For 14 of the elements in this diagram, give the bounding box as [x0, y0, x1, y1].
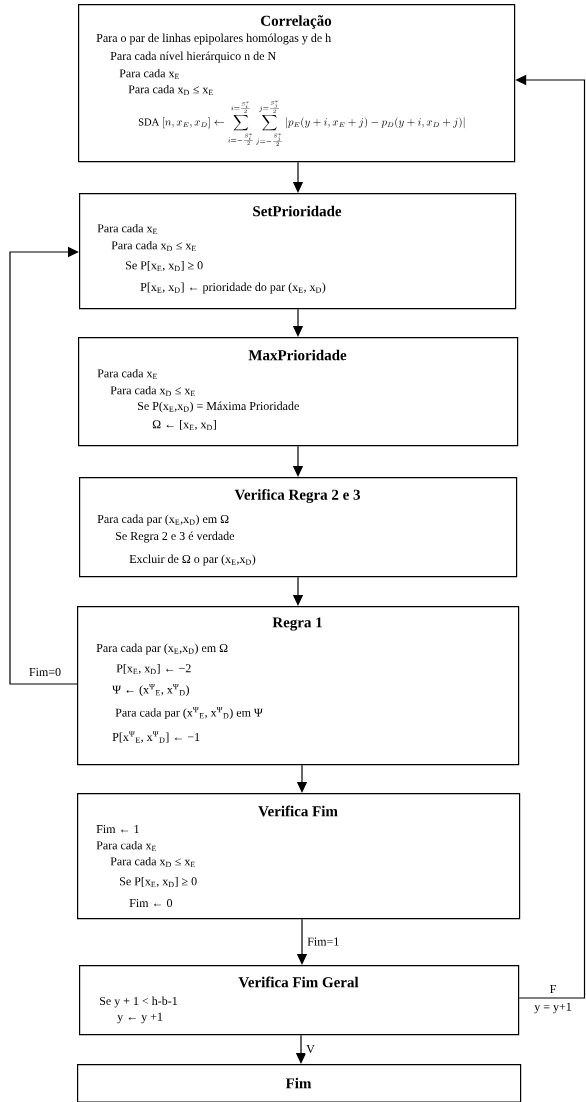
arrow: [9, 246, 79, 685]
process-box: Verifica Fim Fim ← 1 Para cada x$_{E}$ Para cada x$_{D}$ ≤ x$_{E}$ Se P[x$_{E}$, x$_{D}$] ≥ 0 Fim ← 0: [77, 793, 521, 920]
process-box: Fim: [77, 1064, 522, 1102]
edge-label: Fim=0: [27, 666, 63, 678]
edge-label: Fim=1: [306, 936, 341, 947]
edge-label: V: [305, 1044, 316, 1055]
process-box: MaxPrioridade Para cada x$_{E}$ Para cada x$_{D}$ ≤ x$_{E}$ Se P(x$_{E}$,x$_{D}$) = Máxima Prioridade Ω ← [x$_{E}$, x$_{D}$]: [78, 337, 519, 447]
line-label: y = y+1: [533, 1001, 573, 1015]
process-box: Verifica Fim Geral Se y + 1 < h-b-1 y ← y +1: [79, 965, 520, 1036]
process-box: SetPrioridade Para cada x$_{E}$ Para cada x$_{D}$ ≤ x$_{E}$ Se P[x$_{E}$, x$_{D}$] ≥ 0 P[x$_{E}$, x$_{D}$] ← prioridade do par (x$_{E}$, x$_{D}$): [79, 193, 517, 310]
process-box: Verifica Regra 2 e 3 Para cada par (x$_{E}$,x$_{D}$) em Ω Se Regra 2 e 3 é verdade Excluir de Ω o par (x$_{E}$,x$_{D}$): [79, 477, 518, 578]
edge-label: F: [548, 984, 558, 994]
process-box: Correlação Para o par de linhas epipolares homólogas y de h Para cada nível hierárquico n de N Para cada x$_{E}$ Para cada x$_{D}$ ≤ x$_{E}$ $\mathrm{SDA}\ [n, x_{E}, x_{D}] \leftarrow \sum_{i=-\frac{S_i^*}{2}}^{i=\frac{S_i^*}{2}} \sum_{j=-\frac{S_j^*}{2}}^{j=\frac{S_j^*}{2}} \left| p_{E}(y+i, x_{E}+j) - p_{D}(y+i, x_{D}+j) \right|$: [78, 4, 516, 163]
process-box: Regra 1 Para cada par (x$_{E}$,x$_{D}$) em Ω P[x$_{E}$, x$_{D}$] ← −2 Ψ ← (x$^{Ψ}$$_{E}$, x$^{Ψ}$$_{D}$) Para cada par (x$^{Ψ}$$_{E}$, x$^{Ψ}$$_{D}$) em Ψ P[x$^{Ψ}$$_{E}$, x$^{Ψ}$$_{D}$] ← −1: [77, 606, 520, 766]
